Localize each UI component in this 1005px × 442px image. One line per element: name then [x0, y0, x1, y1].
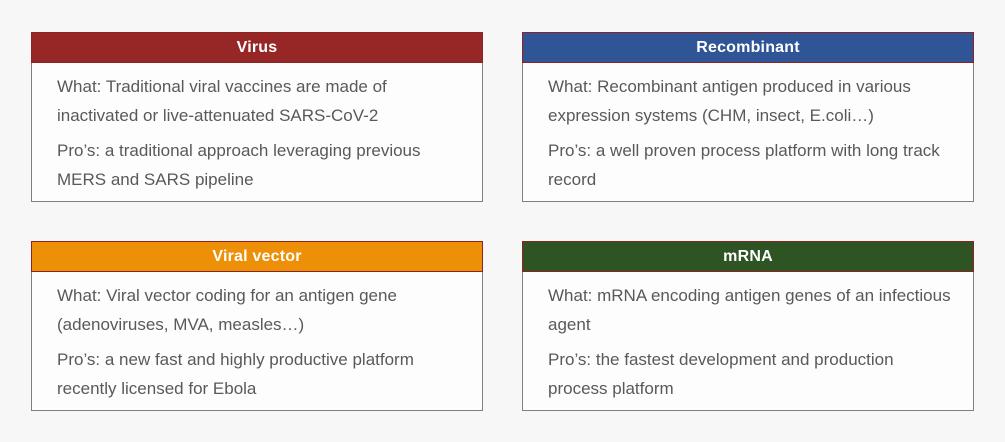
card-viral-vector: Viral vector What: Viral vector coding f… — [31, 241, 483, 411]
card-virus-pros-text: Pro’s: a traditional approach leveraging… — [57, 141, 421, 189]
card-virus-what-text: What: Traditional viral vaccines are mad… — [57, 77, 387, 125]
card-recombinant-header: Recombinant — [522, 32, 974, 63]
card-viral-vector-title: Viral vector — [212, 247, 302, 265]
card-mrna: mRNA What: mRNA encoding antigen genes o… — [522, 241, 974, 411]
card-viral-vector-header: Viral vector — [31, 241, 483, 272]
card-mrna-body: What: mRNA encoding antigen genes of an … — [522, 272, 974, 411]
card-mrna-title: mRNA — [723, 247, 773, 265]
card-viral-vector-what-text: What: Viral vector coding for an antigen… — [57, 286, 397, 334]
card-mrna-what-text: What: mRNA encoding antigen genes of an … — [548, 286, 951, 334]
card-virus-body: What: Traditional viral vaccines are mad… — [31, 63, 483, 202]
card-virus-title: Virus — [236, 38, 278, 56]
card-recombinant-pros-text: Pro’s: a well proven process platform wi… — [548, 141, 940, 189]
card-mrna-header: mRNA — [522, 241, 974, 272]
card-virus: Virus What: Traditional viral vaccines a… — [31, 32, 483, 202]
card-recombinant: Recombinant What: Recombinant antigen pr… — [522, 32, 974, 202]
card-viral-vector-body: What: Viral vector coding for an antigen… — [31, 272, 483, 411]
vaccine-platform-cards-grid: Virus What: Traditional viral vaccines a… — [31, 32, 974, 411]
card-recombinant-title: Recombinant — [696, 38, 800, 56]
card-viral-vector-pros-text: Pro’s: a new fast and highly productive … — [57, 350, 414, 398]
card-recombinant-body: What: Recombinant antigen produced in va… — [522, 63, 974, 202]
card-virus-header: Virus — [31, 32, 483, 63]
card-mrna-pros-text: Pro’s: the fastest development and produ… — [548, 350, 894, 398]
card-recombinant-what-text: What: Recombinant antigen produced in va… — [548, 77, 911, 125]
